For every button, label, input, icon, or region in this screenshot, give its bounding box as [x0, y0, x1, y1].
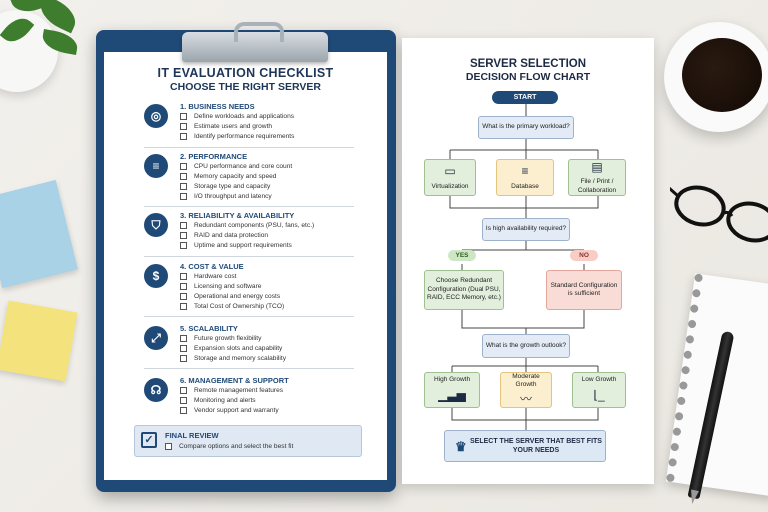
sticky-note-blue [0, 179, 78, 289]
checklist-item[interactable]: Monitoring and alerts [180, 397, 256, 404]
potted-plant [0, 0, 92, 110]
section-heading: 2. PERFORMANCE [180, 152, 248, 161]
database-icon: ≡ [144, 154, 168, 178]
divider [144, 316, 354, 317]
option-database: ≡Database [496, 159, 554, 196]
checkbox[interactable] [180, 193, 187, 200]
final-review-heading: FINAL REVIEW [165, 431, 219, 440]
checkbox[interactable] [180, 273, 187, 280]
option-file-print-collaboration: ▤File / Print / Collaboration [568, 159, 626, 196]
divider [144, 206, 354, 207]
checkbox[interactable] [180, 113, 187, 120]
checklist-item[interactable]: Licensing and software [180, 283, 261, 290]
checklist-item[interactable]: Storage and memory scalability [180, 355, 286, 362]
final-select-server: ♛ SELECT THE SERVER THAT BEST FITS YOUR … [444, 430, 606, 462]
decision-growth-outlook: What is the growth outlook? [482, 334, 570, 358]
checkbox[interactable] [180, 345, 187, 352]
checkbox[interactable] [180, 232, 187, 239]
section-heading: 6. MANAGEMENT & SUPPORT [180, 376, 289, 385]
checklist-item[interactable]: Operational and energy costs [180, 293, 280, 300]
sticky-note-yellow [0, 300, 78, 382]
start-node: START [492, 91, 558, 104]
divider [144, 147, 354, 148]
checklist-item[interactable]: Hardware cost [180, 273, 237, 280]
checklist-title: IT EVALUATION CHECKLIST [157, 66, 334, 80]
checklist-item[interactable]: I/O throughput and latency [180, 193, 272, 200]
option-low-growth: Low Growth⌊_ [572, 372, 626, 408]
section-heading: 3. RELIABILITY & AVAILABILITY [180, 211, 295, 220]
checklist-item[interactable]: Remote management features [180, 387, 283, 394]
folder-icon: ▤ [591, 159, 603, 174]
flowchart-sheet: SERVER SELECTION DECISION FLOW CHART STA… [402, 38, 654, 484]
section-heading: 5. SCALABILITY [180, 324, 238, 333]
option-moderate-growth: Moderate Growth〰 [500, 372, 552, 408]
checkbox[interactable] [180, 407, 187, 414]
checklist-item[interactable]: Vendor support and warranty [180, 407, 279, 414]
flowchart-connectors [449, 104, 599, 430]
checkbox[interactable] [180, 283, 187, 290]
checkbox[interactable] [180, 222, 187, 229]
checkbox[interactable] [180, 173, 187, 180]
flat-chart-icon: ⌊_ [593, 387, 605, 402]
checklist-item[interactable]: Compare options and select the best fit [165, 443, 293, 450]
no-label: NO [570, 250, 598, 261]
checkbox[interactable] [180, 293, 187, 300]
checklist-item[interactable]: Memory capacity and speed [180, 173, 276, 180]
checklist-item[interactable]: Expansion slots and capability [180, 345, 282, 352]
yes-label: YES [448, 250, 476, 261]
trophy-icon: ♛ [455, 439, 467, 454]
section-heading: 1. BUSINESS NEEDS [180, 102, 255, 111]
final-review-box: ✓ FINAL REVIEW Compare options and selec… [134, 425, 362, 457]
result-standard-configuration: Standard Configuration is sufficient [546, 270, 622, 310]
checkbox[interactable] [180, 183, 187, 190]
eyeglasses [670, 185, 768, 243]
checkbox[interactable] [180, 242, 187, 249]
expand-icon: ⤢ [144, 326, 168, 350]
checklist-item[interactable]: Uptime and support requirements [180, 242, 292, 249]
checklist-sheet: IT EVALUATION CHECKLIST CHOOSE THE RIGHT… [104, 52, 387, 480]
checkbox[interactable] [180, 397, 187, 404]
checklist-item[interactable]: CPU performance and core count [180, 163, 292, 170]
checkbox[interactable] [180, 163, 187, 170]
checklist-item[interactable]: RAID and data protection [180, 232, 268, 239]
checkbox[interactable] [180, 303, 187, 310]
target-icon: ◎ [144, 104, 168, 128]
divider [144, 256, 354, 257]
checklist-item[interactable]: Redundant components (PSU, fans, etc.) [180, 222, 314, 229]
checkbox[interactable] [180, 123, 187, 130]
checklist-item[interactable]: Define workloads and applications [180, 113, 294, 120]
database-icon: ≡ [521, 163, 529, 178]
line-chart-icon: 〰 [519, 391, 532, 406]
checklist-item[interactable]: Identify performance requirements [180, 133, 294, 140]
checkbox[interactable] [180, 355, 187, 362]
decision-primary-workload: What is the primary workload? [478, 116, 574, 139]
dollar-icon: $ [144, 264, 168, 288]
shield-icon: ⛉ [144, 213, 168, 237]
checklist-item[interactable]: Total Cost of Ownership (TCO) [180, 303, 284, 310]
result-redundant-configuration: Choose Redundant Configuration (Dual PSU… [424, 270, 504, 310]
flowchart-title: SERVER SELECTION [469, 58, 587, 70]
section-heading: 4. COST & VALUE [180, 262, 244, 271]
checkbox-checked-icon: ✓ [141, 432, 157, 448]
flowchart-subtitle: DECISION FLOW CHART [465, 71, 591, 83]
bar-chart-icon: ▁▃▅ [438, 387, 466, 402]
coffee-mug [664, 22, 768, 132]
checklist-item[interactable]: Storage type and capacity [180, 183, 270, 190]
checklist-item[interactable]: Estimate users and growth [180, 123, 272, 130]
option-high-growth: High Growth▁▃▅ [424, 372, 480, 408]
checklist-subtitle: CHOOSE THE RIGHT SERVER [170, 81, 321, 93]
checklist-item[interactable]: Future growth flexibility [180, 335, 261, 342]
option-virtualization: ▭Virtualization [424, 159, 476, 196]
checkbox[interactable] [180, 335, 187, 342]
decision-high-availability: Is high availability required? [482, 218, 570, 241]
headset-icon: ☊ [144, 378, 168, 402]
monitor-icon: ▭ [444, 163, 456, 178]
checkbox[interactable] [180, 133, 187, 140]
divider [144, 368, 354, 369]
checkbox[interactable] [165, 443, 172, 450]
clipboard-clip [182, 22, 328, 62]
checkbox[interactable] [180, 387, 187, 394]
